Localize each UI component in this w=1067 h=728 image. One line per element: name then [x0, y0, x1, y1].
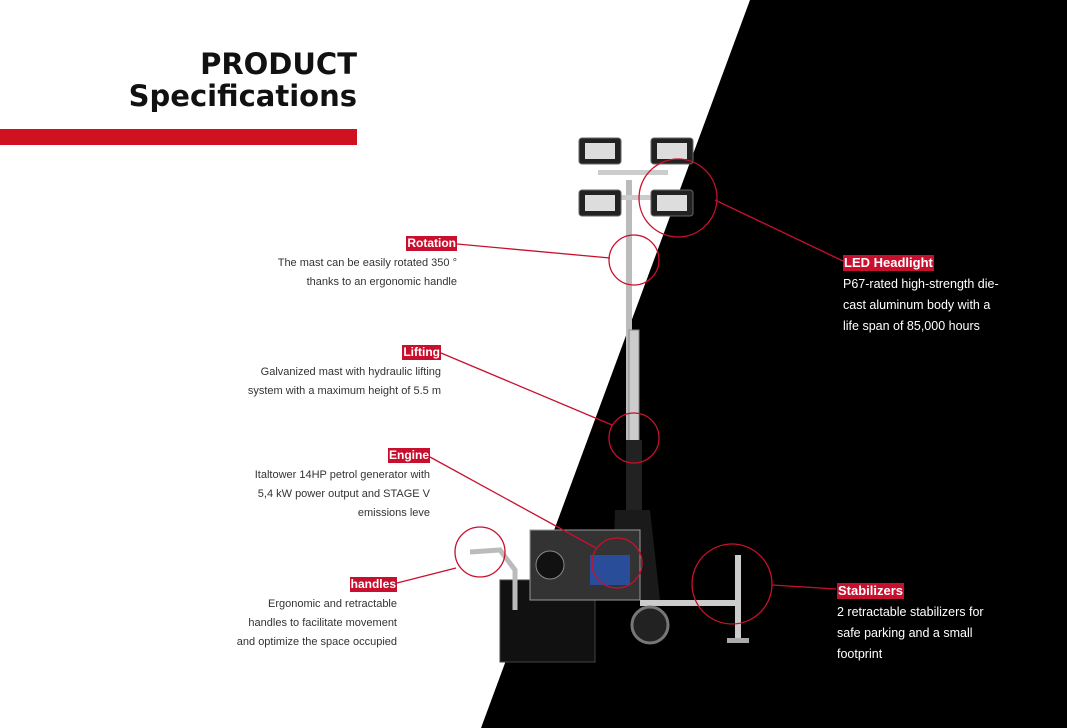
title-line1: PRODUCT [200, 47, 357, 81]
callout-text: safe parking and a small [837, 626, 973, 640]
callout-engine: Engine Italtower 14HP petrol generator w… [255, 448, 430, 522]
title-underline-bar [0, 129, 357, 145]
title-line2: Specifications [128, 79, 357, 113]
callout-led-headlight: LED Headlight P67-rated high-strength di… [843, 254, 999, 336]
page-title: PRODUCT Specifications [129, 48, 357, 112]
callout-text: footprint [837, 647, 883, 661]
callout-text: handles to facilitate movement [248, 617, 397, 629]
callout-text: emissions leve [357, 507, 430, 519]
callout-label: Stabilizers [837, 583, 905, 599]
callout-label: LED Headlight [843, 255, 934, 271]
callout-text: The mast can be easily rotated 350 ° [277, 257, 457, 269]
callout-text: cast aluminum body with a [843, 298, 991, 312]
callout-label: Rotation [406, 236, 457, 251]
callout-text: Ergonomic and retractable [267, 598, 397, 610]
callout-rotation: Rotation The mast can be easily rotated … [278, 236, 457, 291]
callout-stabilizers: Stabilizers 2 retractable stabilizers fo… [837, 582, 984, 664]
callout-text: life span of 85,000 hours [843, 319, 980, 333]
callout-text: and optimize the space occupied [236, 636, 397, 648]
callout-text: Italtower 14HP petrol generator with [254, 469, 430, 481]
callout-label: Lifting [402, 345, 441, 360]
callout-text: thanks to an ergonomic handle [306, 276, 457, 288]
callout-text: P67-rated high-strength die- [843, 277, 999, 291]
callout-label: Engine [387, 448, 430, 463]
callout-text: 2 retractable stabilizers for [837, 605, 984, 619]
callout-lifting: Lifting Galvanized mast with hydraulic l… [248, 345, 441, 400]
callout-text: system with a maximum height of 5.5 m [247, 385, 441, 397]
callout-handles: handles Ergonomic and retractable handle… [237, 577, 397, 651]
callout-label: handles [349, 577, 397, 592]
callout-text: Galvanized mast with hydraulic lifting [260, 366, 441, 378]
callout-text: 5,4 kW power output and STAGE V [257, 488, 430, 500]
